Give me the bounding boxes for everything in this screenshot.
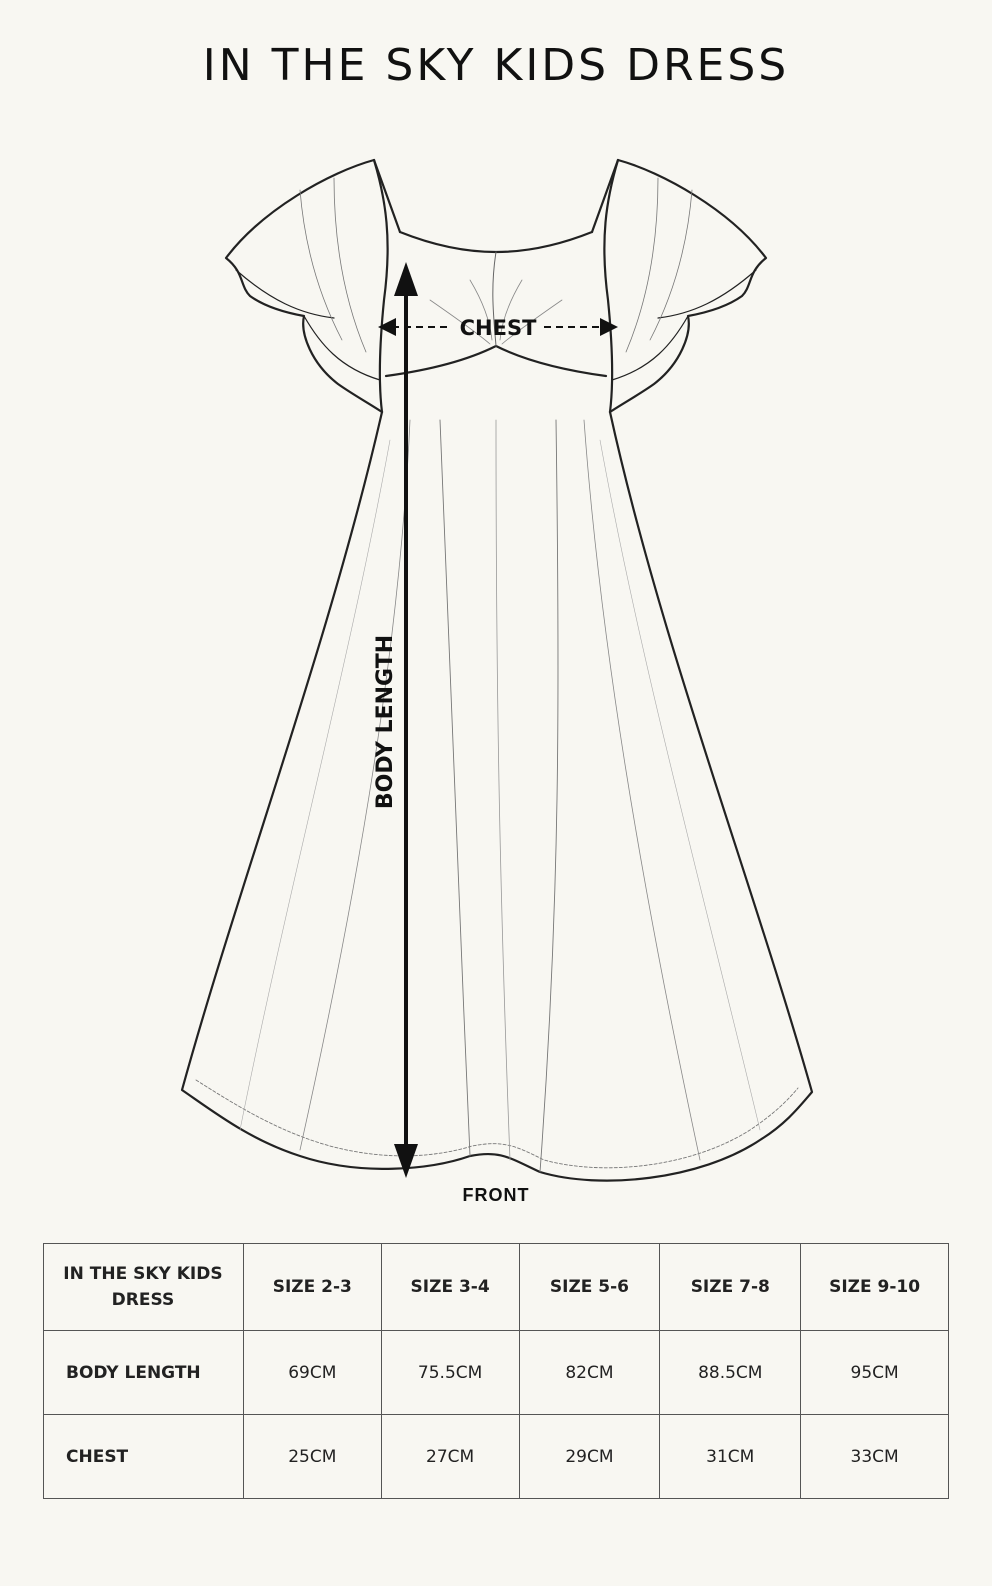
table-row: CHEST 25CM 27CM 29CM 31CM 33CM (43, 1414, 949, 1499)
size-header: SIZE 5-6 (518, 1243, 661, 1331)
size-chart-table: IN THE SKY KIDS DRESS SIZE 2-3 SIZE 3-4 … (43, 1243, 949, 1499)
body-length-measure-arrow: BODY LENGTH (373, 262, 418, 1178)
table-cell: 33CM (800, 1414, 949, 1499)
table-header-row: IN THE SKY KIDS DRESS SIZE 2-3 SIZE 3-4 … (43, 1243, 949, 1331)
view-label-front: FRONT (462, 1185, 530, 1205)
size-header: SIZE 9-10 (800, 1243, 949, 1331)
size-header: SIZE 7-8 (659, 1243, 802, 1331)
table-cell: 69CM (242, 1330, 382, 1415)
table-row: BODY LENGTH 69CM 75.5CM 82CM 88.5CM 95CM (43, 1330, 949, 1415)
table-cell: 29CM (518, 1414, 661, 1499)
dress-technical-drawing: CHEST BODY LENGTH (180, 158, 814, 1182)
table-cell: 88.5CM (659, 1330, 802, 1415)
table-cell: 95CM (800, 1330, 949, 1415)
table-cell: 27CM (380, 1414, 520, 1499)
row-label: CHEST (43, 1414, 244, 1499)
page-title: IN THE SKY KIDS DRESS (202, 40, 790, 91)
table-cell: 25CM (242, 1414, 382, 1499)
body-length-label: BODY LENGTH (373, 635, 398, 809)
row-label: BODY LENGTH (43, 1330, 244, 1415)
right-sleeve (603, 158, 768, 414)
chest-label: CHEST (460, 316, 537, 340)
size-header: SIZE 3-4 (380, 1243, 520, 1331)
corner-header-text: IN THE SKY KIDS DRESS (63, 1264, 223, 1310)
size-header: SIZE 2-3 (242, 1243, 382, 1331)
table-cell: 82CM (518, 1330, 661, 1415)
chest-measure-arrow: CHEST (378, 316, 618, 340)
table-cell: 31CM (659, 1414, 802, 1499)
table-cell: 75.5CM (380, 1330, 520, 1415)
left-sleeve (224, 158, 389, 414)
table-corner-header: IN THE SKY KIDS DRESS (43, 1243, 244, 1331)
